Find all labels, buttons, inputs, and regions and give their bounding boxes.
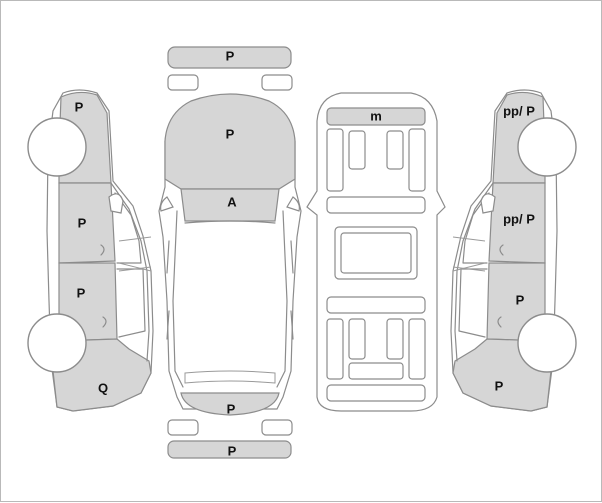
right-side-view: pp/ P pp/ P P P [450, 89, 577, 412]
rear-bumper-label: P [227, 402, 236, 417]
hood-label: P [226, 127, 235, 142]
windshield-panel[interactable] [180, 188, 280, 222]
right-mirror [480, 193, 496, 214]
left-front-fender-label: P [75, 100, 84, 115]
top-view: P P A P P [158, 46, 302, 459]
left-side-view: P P P Q [27, 89, 154, 412]
roof-view: m [306, 92, 446, 412]
left-front-door-panel[interactable] [58, 182, 116, 264]
right-rear-door-label: P [516, 293, 525, 308]
rear-bumper-lower-panel[interactable] [167, 440, 292, 459]
left-rear-door-label: P [77, 286, 86, 301]
left-quarter-label: Q [98, 381, 108, 396]
front-bumper-label: P [226, 49, 235, 64]
left-front-wheel [27, 117, 87, 177]
roof-label: m [370, 109, 382, 124]
left-front-door-label: P [78, 216, 87, 231]
right-front-wheel [517, 117, 577, 177]
right-rear-wheel [517, 313, 577, 373]
left-rear-wheel [27, 313, 87, 373]
right-front-door-panel[interactable] [488, 182, 546, 264]
right-taillight [261, 419, 293, 436]
roof-panel[interactable] [326, 107, 426, 126]
right-front-fender-label: pp/ P [503, 104, 535, 119]
right-front-door-label: pp/ P [503, 212, 535, 227]
left-mirror [108, 193, 124, 214]
right-quarter-label: P [495, 379, 504, 394]
rear-bumper-lower-label: P [228, 444, 237, 459]
windshield-label: A [227, 195, 237, 210]
left-headlight [167, 74, 199, 91]
hood-panel[interactable] [164, 93, 296, 190]
left-taillight [167, 419, 199, 436]
front-bumper-panel[interactable] [167, 46, 292, 69]
right-headlight [261, 74, 293, 91]
rear-bumper-panel[interactable] [180, 392, 280, 416]
